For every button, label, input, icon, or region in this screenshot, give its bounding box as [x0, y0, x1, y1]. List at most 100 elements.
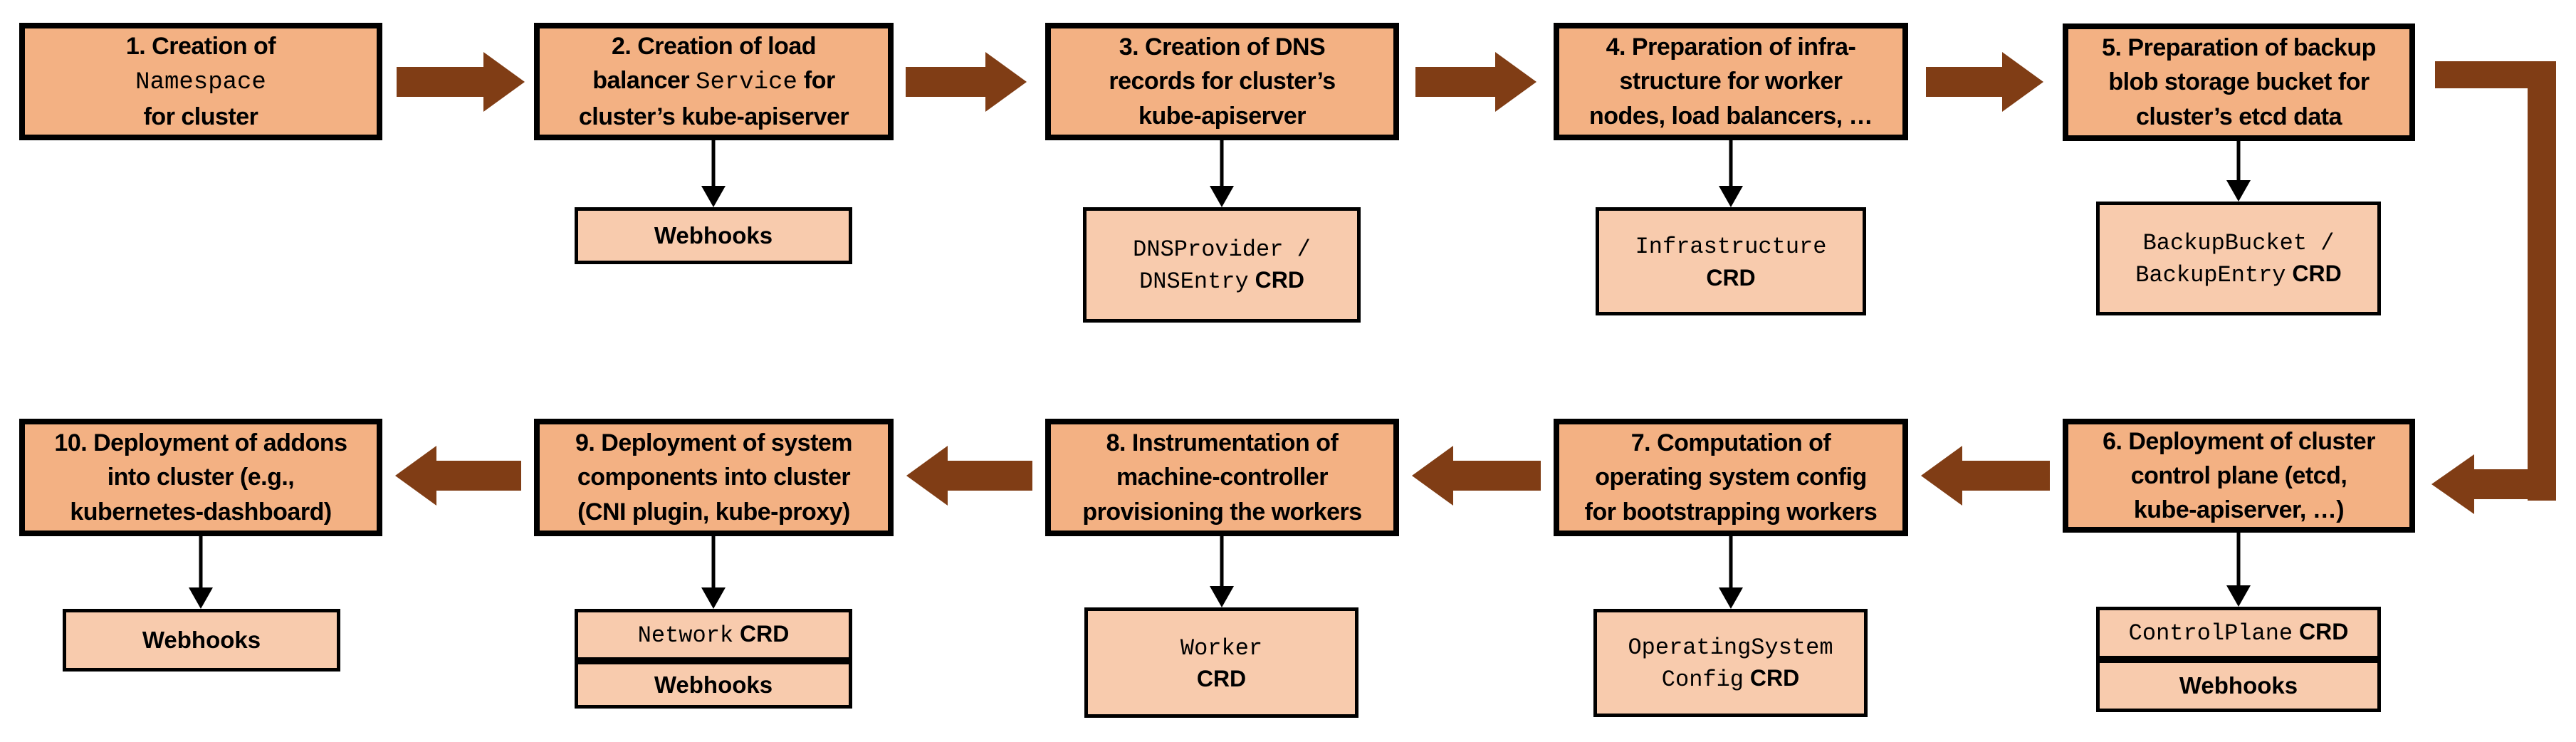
label-text: 5. Preparation of backup: [2102, 34, 2376, 62]
label-text: 4. Preparation of infra-: [1606, 33, 1856, 61]
label-text: Webhooks: [654, 222, 773, 249]
step-box-7: 7. Computation of operating system confi…: [1554, 419, 1908, 536]
webhooks-label: Webhooks: [2100, 670, 2377, 701]
webhooks-box-step10: Webhooks: [63, 609, 340, 672]
crd-suffix: CRD: [1196, 666, 1247, 691]
label-text: 3. Creation of DNS: [1119, 33, 1326, 61]
crd-box-controlplane: ControlPlane CRD: [2096, 607, 2381, 659]
crd-dns-line-1: DNSProvider /: [1087, 233, 1357, 265]
label-text: for cluster: [143, 103, 258, 131]
step-7-line-3: for bootstrapping workers: [1559, 495, 1902, 529]
code-text: DNSEntry: [1139, 268, 1249, 295]
elbow-vertical-segment: [2528, 61, 2556, 501]
elbow-arrow-head: [2431, 454, 2474, 514]
crd-box-infrastructure: Infrastructure CRD: [1596, 207, 1866, 315]
flow-arrow-step6-step7: [1921, 446, 2050, 506]
step-10-line-3: kubernetes-dashboard): [25, 495, 377, 529]
crd-backup-line-2: BackupEntry CRD: [2100, 258, 2377, 291]
connector-arrow-step3-crd: [1210, 140, 1234, 207]
crd-box-dns: DNSProvider / DNSEntry CRD: [1083, 207, 1361, 323]
connector-arrow-step9-crd: [701, 536, 726, 609]
crd-infra-line-1: Infrastructure: [1599, 230, 1863, 262]
step-9-line-3: (CNI plugin, kube-proxy): [540, 495, 888, 529]
label-text: structure for worker: [1619, 68, 1843, 95]
crd-suffix: CRD: [1744, 665, 1800, 691]
label-text: records for cluster’s: [1109, 68, 1336, 95]
label-text: provisioning the workers: [1082, 498, 1362, 526]
step-6-line-2: control plane (etcd,: [2068, 459, 2409, 493]
crd-osc-line-1: OperatingSystem: [1597, 631, 1864, 663]
label-text: 10. Deployment of addons: [54, 429, 347, 457]
label-text: control plane (etcd,: [2130, 461, 2347, 489]
connector-arrow-step10-webhooks: [189, 536, 213, 609]
step-5-line-2: blob storage bucket for: [2068, 65, 2409, 99]
label-text: cluster’s kube-apiserver: [578, 103, 849, 131]
step-6-line-3: kube-apiserver, …): [2068, 493, 2409, 527]
flow-arrow-step9-step10: [395, 446, 521, 506]
label-text: cluster’s etcd data: [2135, 103, 2342, 130]
label-text: nodes, load balancers, …: [1588, 102, 1873, 130]
label-text: 1. Creation of: [125, 32, 276, 60]
step-box-4: 4. Preparation of infra- structure for w…: [1554, 23, 1908, 140]
step-4-line-1: 4. Preparation of infra-: [1559, 30, 1902, 64]
crd-suffix: CRD: [1706, 264, 1756, 291]
elbow-bottom-segment: [2464, 469, 2556, 499]
step-box-9: 9. Deployment of system components into …: [534, 419, 894, 536]
step-7-line-2: operating system config: [1559, 460, 1902, 494]
crd-box-network: Network CRD: [575, 609, 852, 661]
crd-worker-line-2: CRD: [1088, 664, 1355, 694]
code-text: OperatingSystem: [1628, 634, 1833, 661]
code-text: BackupBucket /: [2142, 229, 2335, 256]
flow-arrow-step7-step8: [1412, 446, 1541, 506]
code-text: ControlPlane: [2128, 620, 2293, 647]
connector-arrow-step4-crd: [1719, 140, 1743, 207]
step-2-line-2: balancer Service for: [540, 63, 888, 100]
label-text: 8. Instrumentation of: [1106, 429, 1339, 457]
flow-arrow-step8-step9: [906, 446, 1032, 506]
flow-arrow-step3-step4: [1415, 52, 1536, 112]
label-text: balancer: [592, 66, 696, 94]
flow-arrow-step2-step3: [906, 52, 1027, 112]
step-3-line-2: records for cluster’s: [1051, 64, 1393, 98]
label-text: 7. Computation of: [1630, 429, 1831, 457]
webhooks-box-step9: Webhooks: [575, 661, 852, 709]
connector-arrow-step2-webhooks: [701, 140, 726, 207]
step-box-10: 10. Deployment of addons into cluster (e…: [19, 419, 382, 536]
crd-worker-line-1: Worker: [1088, 632, 1355, 664]
flow-arrow-step4-step5: [1926, 52, 2043, 112]
step-2-line-1: 2. Creation of load: [540, 29, 888, 63]
crd-suffix: CRD: [733, 620, 790, 647]
step-9-line-2: components into cluster: [540, 460, 888, 494]
step-3-line-1: 3. Creation of DNS: [1051, 30, 1393, 64]
step-10-line-2: into cluster (e.g.,: [25, 460, 377, 494]
step-box-3: 3. Creation of DNS records for cluster’s…: [1045, 23, 1399, 140]
crd-network-line: Network CRD: [578, 619, 849, 651]
step-4-line-3: nodes, load balancers, …: [1559, 99, 1902, 133]
crd-box-operatingsystemconfig: OperatingSystem Config CRD: [1593, 609, 1868, 717]
step-8-line-2: machine-controller: [1051, 460, 1393, 494]
webhooks-label: Webhooks: [578, 220, 849, 251]
step-10-line-1: 10. Deployment of addons: [25, 426, 377, 460]
step-box-6: 6. Deployment of cluster control plane (…: [2063, 419, 2415, 533]
step-box-2: 2. Creation of load balancer Service for…: [534, 23, 894, 140]
label-text: blob storage bucket for: [2108, 68, 2370, 96]
label-text: kube-apiserver, …): [2133, 496, 2345, 524]
label-text: for: [797, 66, 835, 94]
crd-osc-line-2: Config CRD: [1597, 663, 1864, 695]
code-text: Worker: [1180, 634, 1263, 662]
step-6-line-1: 6. Deployment of cluster: [2068, 424, 2409, 459]
crd-dns-line-2: DNSEntry CRD: [1087, 265, 1357, 297]
label-text: 6. Deployment of cluster: [2103, 427, 2375, 455]
code-text: Namespace: [135, 68, 266, 96]
label-text: into cluster (e.g.,: [107, 464, 295, 491]
step-2-line-3: cluster’s kube-apiserver: [540, 100, 888, 134]
connector-arrow-step7-crd: [1719, 536, 1743, 609]
flow-arrow-step1-step2: [397, 52, 525, 112]
webhooks-label: Webhooks: [66, 625, 337, 656]
crd-backup-line-1: BackupBucket /: [2100, 226, 2377, 258]
code-text: Infrastructure: [1635, 234, 1827, 261]
step-box-1: 1. Creation of Namespace for cluster: [19, 23, 382, 140]
step-3-line-3: kube-apiserver: [1051, 99, 1393, 133]
code-text: Service: [696, 68, 797, 96]
